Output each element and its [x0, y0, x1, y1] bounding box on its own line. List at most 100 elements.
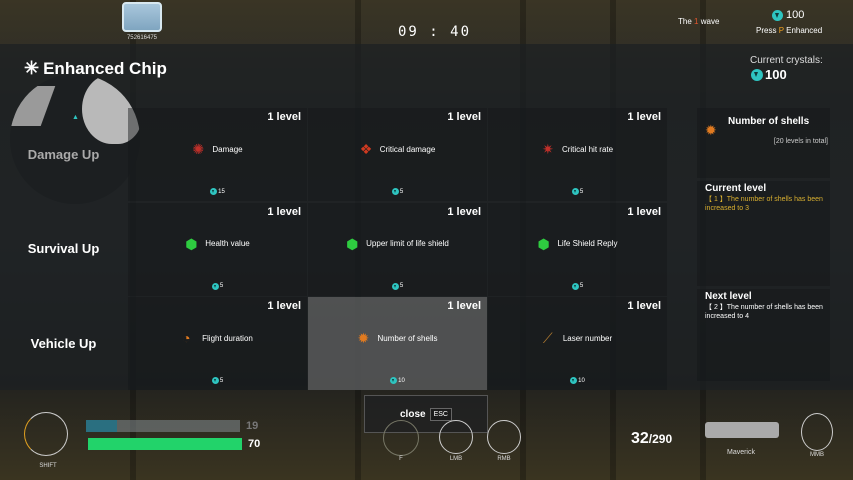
crystal-icon	[772, 9, 783, 21]
cost-value: 5	[579, 188, 584, 195]
cell-name: Critical damage	[379, 144, 436, 154]
cell-cost: 5	[488, 188, 667, 195]
press-prefix: Press	[756, 26, 777, 35]
detail-title: Number of shells	[728, 116, 810, 127]
press-suffix: Enhanced	[786, 26, 823, 35]
cell-level: 1 level	[447, 111, 481, 123]
cost-value: 10	[578, 377, 585, 384]
panel-title-text: Enhanced Chip	[43, 58, 167, 78]
current-crystals: 100	[751, 67, 787, 82]
cell-cost: 5	[128, 377, 307, 384]
crystal-icon	[211, 377, 219, 384]
mmb-skill-icon	[801, 413, 833, 451]
detail-total-levels: [20 levels in total]	[773, 138, 828, 145]
f-key-label: F	[399, 456, 403, 462]
cell-name: Number of shells	[377, 333, 438, 343]
health-value: 70	[248, 438, 261, 450]
flight-duration-icon: ◔	[182, 330, 191, 346]
cell-name-row: ⬢Upper limit of life shield	[308, 237, 487, 251]
wave-number: 1	[694, 17, 699, 26]
next-level-panel: Next level 【 2 】The number of shells has…	[697, 289, 830, 381]
upgrade-cell[interactable]: 1 level ⬢Upper limit of life shield 5	[308, 202, 487, 296]
current-level-label: Current level	[705, 183, 767, 194]
close-label: close	[400, 408, 426, 420]
press-key: P	[778, 26, 784, 35]
upgrade-cell[interactable]: 1 level ✹ Number of shells 10	[308, 297, 487, 390]
arrow-up-icon: ▲	[72, 114, 79, 121]
damage-icon: ✺	[192, 141, 205, 157]
f-skill-icon	[383, 420, 419, 456]
cell-cost: 5	[128, 282, 307, 290]
upgrade-cell[interactable]: 1 level ⬢Health value 5	[128, 202, 307, 296]
next-level-desc: 【 2 】The number of shells has been incre…	[705, 304, 823, 320]
upgrade-cell[interactable]: 1 level ✷ Critical hit rate 5	[488, 108, 667, 201]
ammo-counter: 32/290	[631, 430, 672, 448]
cell-name-row: ✺Damage	[128, 142, 307, 156]
cost-value: 10	[398, 377, 405, 384]
cell-level: 1 level	[447, 205, 481, 218]
cell-cost: 5	[308, 282, 487, 290]
ammo-total: /290	[648, 432, 673, 446]
laser-icon: ⟋	[542, 330, 553, 346]
cell-name: Laser number	[562, 333, 613, 343]
crystal-icon	[211, 282, 219, 290]
ammo-value: 32	[631, 430, 649, 447]
shield-bar	[86, 420, 240, 432]
cell-level: 1 level	[627, 300, 661, 312]
cell-cost: 10	[488, 377, 667, 384]
rmb-key-label: RMB	[497, 456, 511, 462]
upgrade-cell[interactable]: 1 level ❖ Critical damage 5	[308, 108, 487, 201]
crystal-icon	[390, 377, 398, 384]
upgrade-cell[interactable]: 1 level ✺Damage 15	[128, 108, 307, 201]
category-dial[interactable]: ▲	[10, 74, 140, 204]
upgrade-cell[interactable]: 1 level ⬢Life Shield Reply 5	[488, 202, 667, 296]
press-hint: Press P Enhanced	[756, 26, 822, 35]
cost-value: 5	[219, 377, 224, 384]
category-vehicle-up[interactable]: Vehicle Up	[30, 336, 97, 351]
critical-hit-rate-icon: ✷	[541, 141, 554, 157]
cost-value: 5	[399, 283, 404, 289]
cell-name: Flight duration	[202, 333, 253, 343]
wave-suffix: wave	[700, 17, 720, 26]
category-survival-up[interactable]: Survival Up	[27, 241, 100, 256]
cost-value: 5	[579, 283, 584, 289]
cell-name-row: ◔ Flight duration	[128, 331, 307, 345]
lmb-skill-icon	[439, 420, 473, 454]
crystal-icon	[751, 68, 763, 81]
crystal-icon	[570, 377, 578, 384]
critical-damage-icon: ❖	[359, 141, 373, 157]
cell-cost: 15	[128, 188, 307, 195]
cell-name-row: ✹ Number of shells	[308, 331, 487, 345]
crystal-icon	[210, 188, 218, 195]
weapon-icon	[705, 422, 779, 438]
panel-title: ✳Enhanced Chip	[24, 58, 167, 79]
top-hud: 752616475 09 : 40 The 1 wave 100 Press P…	[0, 0, 853, 44]
crystal-icon	[391, 188, 399, 195]
cell-level: 1 level	[447, 300, 481, 312]
shells-icon: ✹	[357, 330, 370, 346]
cell-name-row: ⬢Health value	[128, 237, 307, 251]
cell-cost: 5	[308, 188, 487, 195]
category-damage-up[interactable]: Damage Up	[27, 147, 100, 162]
cell-name: Upper limit of life shield	[366, 239, 449, 248]
esc-key: ESC	[429, 407, 452, 421]
cell-cost: 10	[308, 377, 487, 384]
chip-icon	[122, 2, 162, 32]
cell-name-row: ⬢Life Shield Reply	[488, 237, 667, 251]
shield-reply-icon: ⬢	[537, 235, 550, 252]
detail-header: ✹ Number of shells [20 levels in total]	[697, 108, 830, 178]
cost-value: 15	[218, 188, 225, 195]
weapon-name: Maverick	[726, 449, 755, 456]
rmb-skill-icon	[487, 420, 521, 454]
crystal-count: 100	[772, 9, 804, 21]
dash-skill-icon	[24, 412, 68, 456]
shift-key-label: SHIFT	[39, 463, 57, 469]
next-level-label: Next level	[705, 291, 752, 302]
crystal-icon	[571, 188, 579, 195]
upgrade-cell[interactable]: 1 level ◔Flight duration 5	[128, 297, 307, 390]
cell-level: 1 level	[627, 111, 661, 123]
timer: 09 : 40	[398, 24, 472, 40]
upgrade-cell[interactable]: 1 level ⟋ Laser number 10	[488, 297, 667, 390]
cell-name: Critical hit rate	[561, 144, 614, 154]
crystal-value: 100	[786, 9, 805, 21]
